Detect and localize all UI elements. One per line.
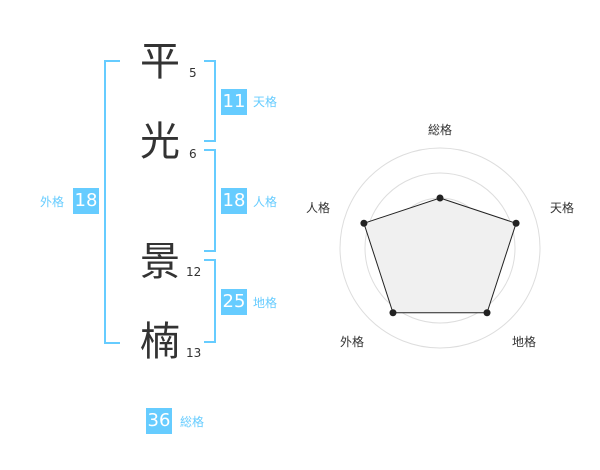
radar-point: [512, 219, 520, 227]
jinkaku-bracket: [204, 149, 216, 252]
radar-ring: [364, 172, 516, 324]
radar-label-gaikaku: 外格: [340, 334, 364, 349]
name-char-4: 楠: [140, 319, 180, 365]
jinkaku-label: 人格: [253, 195, 278, 209]
chikaku-badge: 25: [221, 289, 247, 315]
tenkaku-badge: 11: [221, 89, 247, 115]
soukaku-badge: 36: [146, 408, 172, 434]
name-char-2: 光: [140, 119, 180, 165]
name-char-1: 平: [140, 39, 180, 85]
tenkaku-bracket: [204, 60, 216, 142]
radar-label-jinkaku: 人格: [306, 200, 330, 215]
radar-point: [389, 309, 397, 317]
gaikaku-label: 外格: [40, 195, 65, 209]
radar-chart: 総格 天格 地格 外格 人格: [306, 122, 574, 349]
stroke-count-4: 13: [186, 346, 202, 360]
stroke-count-3: 12: [186, 265, 202, 279]
radar-label-soukaku: 総格: [428, 122, 452, 137]
gaikaku-badge: 18: [73, 188, 99, 214]
radar-points: [360, 194, 520, 317]
stroke-count-1: 5: [189, 66, 197, 80]
radar-ring: [339, 147, 541, 349]
jinkaku-badge: 18: [221, 188, 247, 214]
radar-label-tenkaku: 天格: [550, 200, 574, 215]
chikaku-bracket: [204, 259, 216, 343]
radar-area: [363, 197, 517, 314]
stroke-count-2: 6: [189, 147, 197, 161]
chikaku-label: 地格: [253, 296, 278, 310]
radar-point: [483, 309, 491, 317]
tenkaku-label: 天格: [253, 95, 278, 109]
radar-point: [436, 194, 444, 202]
radar-point: [360, 219, 368, 227]
name-char-3: 景: [140, 239, 180, 285]
radar-label-chikaku: 地格: [512, 334, 536, 349]
gaikaku-bracket: [104, 60, 120, 344]
soukaku-label: 総格: [180, 415, 205, 429]
